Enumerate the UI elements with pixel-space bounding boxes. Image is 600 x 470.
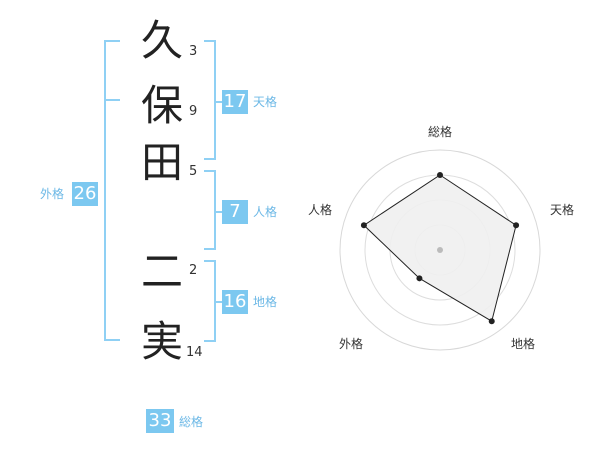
radar-label-jinkaku: 人格 <box>308 203 333 217</box>
gaikaku-bracket-top <box>104 40 120 42</box>
tenkaku-bracket-vertical <box>214 40 216 160</box>
name-char-2: 保 <box>140 81 183 130</box>
stroke-count-2: 9 <box>189 104 198 119</box>
radar-point-4 <box>416 275 423 282</box>
radar-point-1 <box>437 172 443 178</box>
soukaku-label: 総格 <box>179 415 204 429</box>
radar-point-5 <box>360 222 367 229</box>
gaikaku-bracket-vertical <box>104 40 106 340</box>
soukaku-value: 33 <box>146 409 174 433</box>
jinkaku-bracket-vertical <box>214 170 216 250</box>
radar-label-gaikaku: 外格 <box>339 337 364 351</box>
tenkaku-bracket-top <box>204 40 216 42</box>
radar-point-2 <box>513 222 520 229</box>
gaikaku-bracket-bottom <box>104 339 120 341</box>
chikaku-bracket-top <box>204 260 216 262</box>
tenkaku-bracket-bottom <box>204 158 216 160</box>
radar-label-chikaku: 地格 <box>511 337 536 351</box>
name-char-3: 田 <box>140 138 183 187</box>
stroke-count-4: 2 <box>189 263 198 278</box>
radar-label-soukaku: 総格 <box>428 125 453 139</box>
stroke-count-5: 14 <box>186 345 203 360</box>
gaikaku-bracket-mid <box>104 99 120 101</box>
jinkaku-label: 人格 <box>253 205 278 219</box>
jinkaku-value: 7 <box>222 200 248 224</box>
name-char-4: 二 <box>140 247 183 296</box>
chikaku-label: 地格 <box>253 295 278 309</box>
radar-label-tenkaku: 天格 <box>550 203 575 217</box>
gaikaku-value: 26 <box>72 182 98 206</box>
gaikaku-label: 外格 <box>40 187 65 201</box>
chikaku-bracket-stub <box>214 301 222 303</box>
radar-point-3 <box>488 318 495 325</box>
radar-center <box>437 247 443 253</box>
stroke-count-3: 5 <box>189 164 198 179</box>
name-char-1: 久 <box>140 16 183 65</box>
jinkaku-bracket-top <box>204 170 216 172</box>
name-char-5: 実 <box>140 317 183 366</box>
jinkaku-bracket-stub <box>214 211 222 213</box>
tenkaku-label: 天格 <box>253 95 278 109</box>
jinkaku-bracket-bottom <box>204 248 216 250</box>
tenkaku-value: 17 <box>222 90 248 114</box>
stroke-count-1: 3 <box>189 44 198 59</box>
chikaku-bracket-bottom <box>204 340 216 342</box>
tenkaku-bracket-stub <box>214 101 222 103</box>
chikaku-value: 16 <box>222 290 248 314</box>
